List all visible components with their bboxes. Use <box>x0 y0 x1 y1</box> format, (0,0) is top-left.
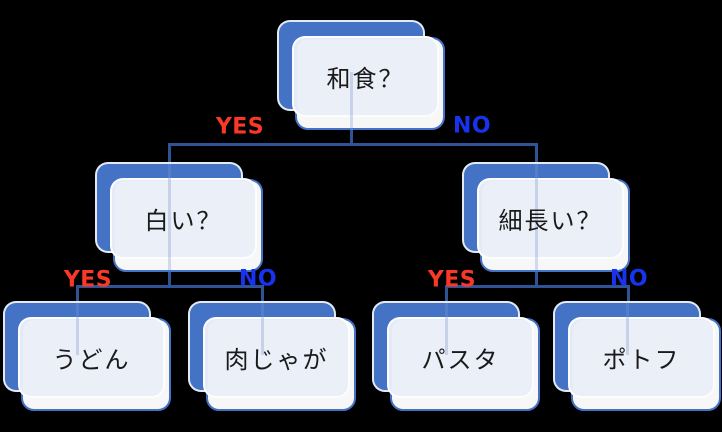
connector-through-line <box>535 164 538 270</box>
node-label: 和食？ <box>326 65 405 93</box>
node-udon: うどん <box>3 301 173 413</box>
edge-label-no-right: NO <box>609 266 649 292</box>
node-top-card: 和食？ <box>292 36 439 117</box>
connector-left-horizontal <box>76 285 264 288</box>
connector-right-horizontal <box>445 285 630 288</box>
connector-through-line <box>350 72 353 130</box>
edge-label-no-root: NO <box>452 113 492 139</box>
connector-through-line <box>445 303 448 355</box>
node-label: ポトフ <box>602 346 681 374</box>
node-pasta: パスタ <box>372 301 542 413</box>
node-top-card: 細長い？ <box>477 178 624 259</box>
connector-drop-right-question <box>535 143 538 179</box>
node-nikujaga: 肉じゃが <box>188 301 358 413</box>
node-hosonagai: 細長い？ <box>462 162 632 274</box>
connector-through-line <box>76 303 79 355</box>
node-top-card: パスタ <box>387 317 534 398</box>
node-top-card: 白い？ <box>110 178 257 259</box>
node-top-card: うどん <box>18 317 165 398</box>
connector-through-line <box>261 303 264 355</box>
node-label: 白い？ <box>144 207 223 235</box>
edge-label-yes-right: YES <box>427 267 477 293</box>
node-top-card: 肉じゃが <box>203 317 350 398</box>
node-label: パスタ <box>421 346 500 374</box>
node-shiroi: 白い？ <box>95 162 265 274</box>
node-label: うどん <box>52 346 131 374</box>
edge-label-no-left: NO <box>238 266 278 292</box>
connector-drop-left-question <box>168 143 171 179</box>
node-label: 細長い？ <box>498 207 603 235</box>
node-washoku: 和食？ <box>277 20 447 132</box>
node-label: 肉じゃが <box>224 346 329 374</box>
node-potofu: ポトフ <box>553 301 722 413</box>
connector-through-line <box>168 164 171 270</box>
edge-label-yes-root: YES <box>215 114 265 140</box>
connector-through-line <box>626 303 629 355</box>
connector-level1-horizontal <box>168 143 538 146</box>
edge-label-yes-left: YES <box>63 267 113 293</box>
node-top-card: ポトフ <box>568 317 715 398</box>
